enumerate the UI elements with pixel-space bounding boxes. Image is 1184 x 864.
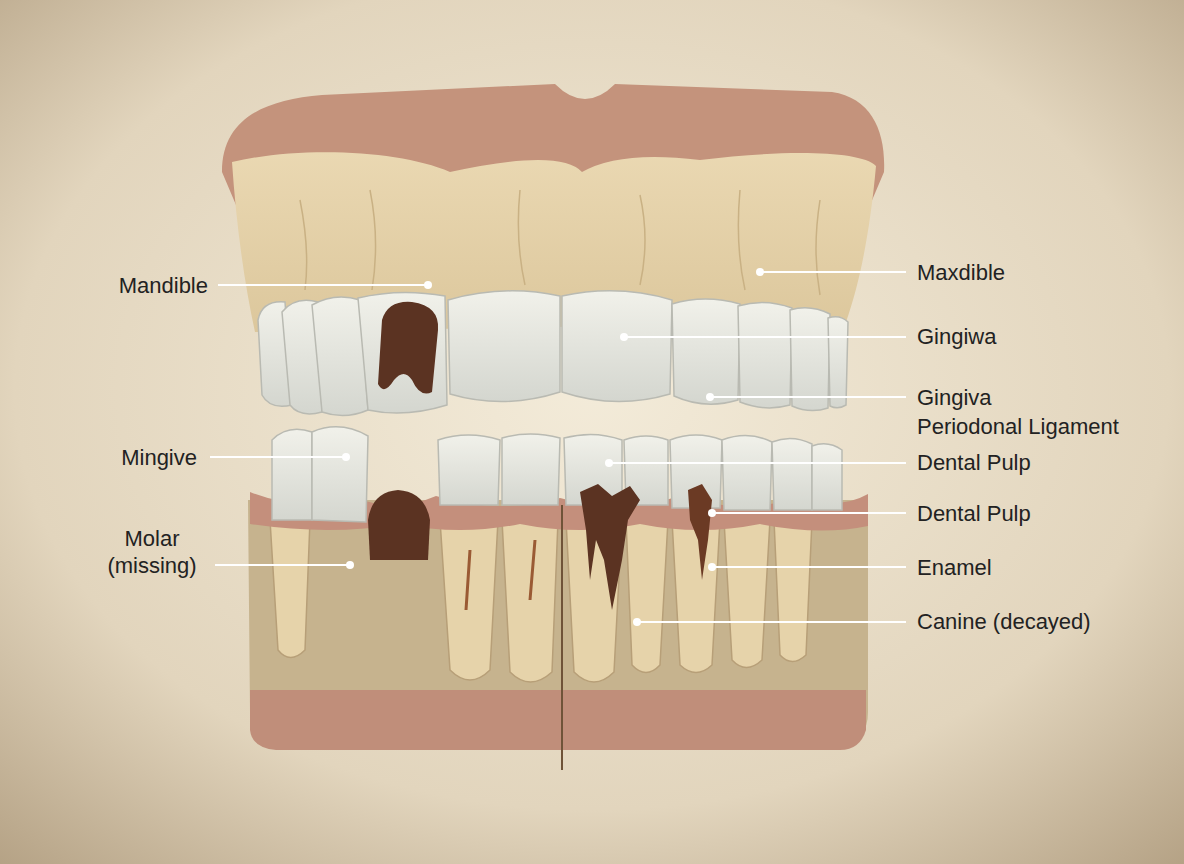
root-stain <box>466 540 535 610</box>
bone-texture <box>300 190 820 295</box>
decayed-cavity <box>378 302 438 394</box>
decayed-canine <box>580 484 640 610</box>
part-label: Mingive <box>121 444 197 471</box>
part-label: Canine (decayed) <box>917 608 1091 635</box>
part-label: Periodonal Ligament <box>917 413 1119 440</box>
lower-teeth <box>272 427 842 522</box>
part-label: Dental Pulp <box>917 449 1031 476</box>
part-label: Dental Pulp <box>917 500 1031 527</box>
lower-gum-base <box>250 690 866 750</box>
leader-lines <box>210 272 906 622</box>
part-label: Gingiwa <box>917 323 996 350</box>
leader-dots <box>342 268 764 626</box>
jaw-midline <box>561 505 563 770</box>
part-label: Gingiva <box>917 384 992 411</box>
part-label: Enamel <box>917 554 992 581</box>
part-label: Molar (missing) <box>96 525 208 579</box>
part-label: Mandible <box>119 272 208 299</box>
missing-tooth-socket <box>368 490 430 560</box>
lower-roots <box>270 520 812 682</box>
part-label: Maxdible <box>917 259 1005 286</box>
